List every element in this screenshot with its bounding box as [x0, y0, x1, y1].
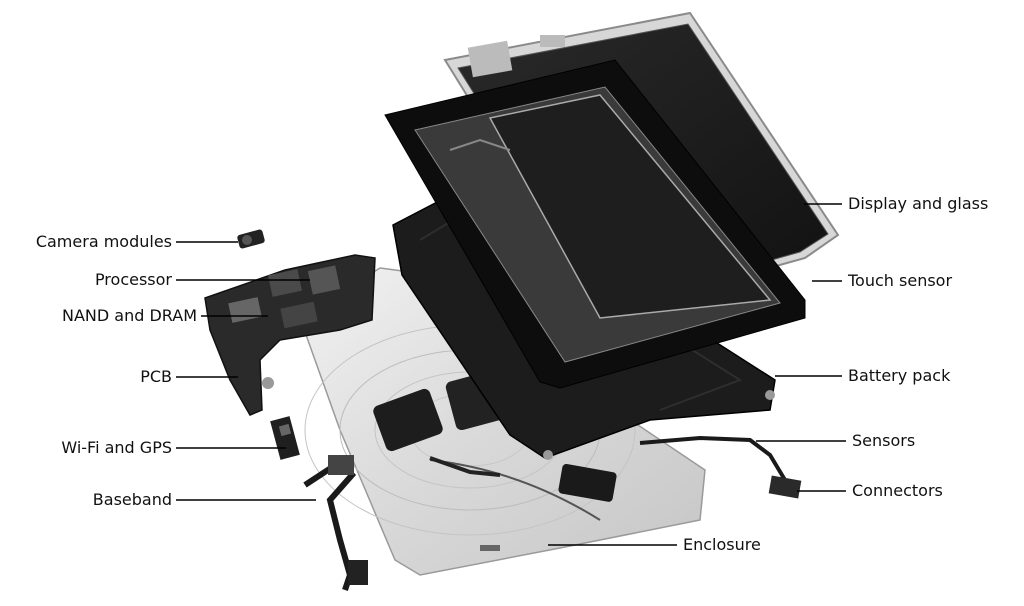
leader-lines — [176, 203, 846, 546]
label-pcb: PCB — [140, 367, 172, 386]
wifi-gps-part — [270, 416, 300, 460]
label-processor: Processor — [94, 270, 172, 289]
logic-board-part — [204, 254, 376, 416]
touch-sensor-part — [384, 59, 806, 389]
label-nand-dram: NAND and DRAM — [61, 306, 197, 325]
label-sensors: Sensors — [852, 431, 916, 450]
baseband-part — [303, 455, 368, 591]
label-wifi-gps: Wi-Fi and GPS — [61, 438, 172, 457]
label-touch-sensor: Touch sensor — [848, 271, 953, 290]
label-camera-modules: Camera modules — [35, 232, 172, 251]
label-battery-pack: Battery pack — [848, 366, 951, 385]
label-baseband: Baseband — [92, 490, 172, 509]
camera-module-part — [237, 229, 265, 249]
label-enclosure: Enclosure — [683, 535, 761, 554]
label-connectors: Connectors — [852, 481, 943, 500]
label-display-glass: Display and glass — [848, 194, 989, 213]
sensors-cable-part — [429, 435, 802, 499]
